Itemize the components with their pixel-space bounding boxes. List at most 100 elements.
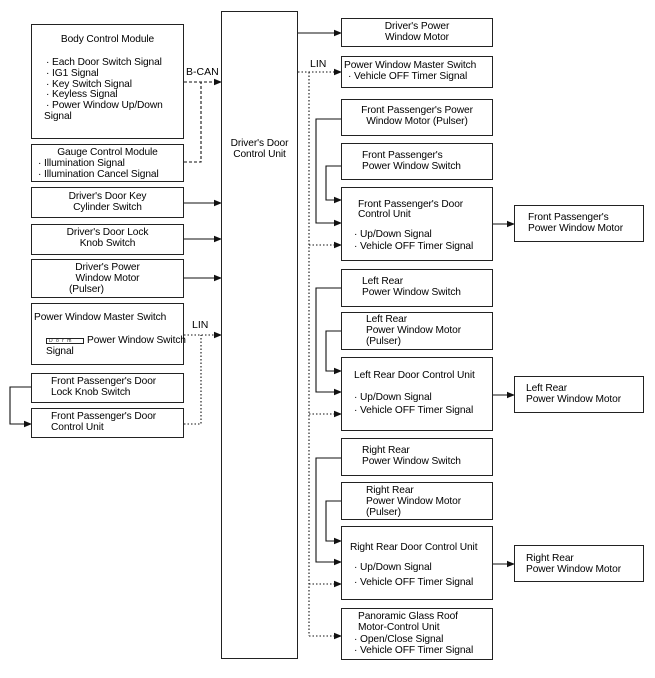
panoramic-glass-roof-motor-control-unit: Panoramic Glass Roof Motor-Control Unit …: [341, 608, 493, 660]
gauge-title: Gauge Control Module: [57, 147, 158, 158]
driver-power-window-motor: Driver's Power Window Motor: [341, 18, 493, 47]
front-passenger-door-lock-knob-switch: Front Passenger's Door Lock Knob Switch: [31, 373, 184, 403]
fp-pulser-line-2: Window Motor (Pulser): [366, 116, 468, 127]
drv-pulser-line-1: Driver's Power: [75, 262, 140, 273]
bcm-signal-1: · Each Door Switch Signal: [46, 57, 162, 68]
fp-pulser-to-dcu: [315, 118, 342, 227]
front-passenger-power-window-switch: Front Passenger's Power Window Switch: [341, 143, 493, 180]
lin-label-top: LIN: [310, 58, 327, 70]
bcm-signal-5-cont: Signal: [44, 111, 72, 122]
rr-dcu-signal-1: · Up/Down Signal: [354, 562, 432, 573]
rr-pulser-line-3: (Pulser): [366, 507, 401, 518]
lr-pulser-line-2: Power Window Motor: [366, 325, 462, 336]
lin-line-fp-dcu: [184, 335, 202, 425]
lr-pulser-line-3: (Pulser): [366, 336, 401, 347]
bcm-signal-3: · Key Switch Signal: [46, 79, 132, 90]
ddcu-line-2: Control Unit: [233, 149, 286, 160]
left-rear-power-window-motor: Left Rear Power Window Motor: [514, 376, 644, 413]
bcm-signal-5: · Power Window Up/Down: [46, 100, 163, 111]
lr-switch-to-dcu: [315, 287, 342, 396]
rr-switch-line-1: Right Rear: [362, 445, 410, 456]
right-rear-power-window-switch: Right Rear Power Window Switch: [341, 438, 493, 476]
lr-switch-line-2: Power Window Switch: [362, 287, 461, 298]
drv-pulser-line-3: (Pulser): [69, 284, 104, 295]
pw-master-right-line-1: Power Window Master Switch: [344, 60, 477, 71]
roof-signal-1: · Open/Close Signal: [354, 634, 444, 645]
lr-motor-line-1: Left Rear: [526, 383, 568, 394]
bcm-signal-2: · IG1 Signal: [46, 68, 99, 79]
drv-pulser-line-2: Window Motor: [75, 273, 140, 284]
rr-pulser-line-2: Power Window Motor: [366, 496, 462, 507]
drv-motor-line-2: Window Motor: [385, 32, 449, 43]
ddcu-line-1: Driver's Door: [230, 138, 289, 149]
fp-motor-line-1: Front Passenger's: [528, 212, 609, 223]
fp-lock-knob-loop: [9, 386, 32, 428]
bcan-label: B-CAN: [186, 66, 219, 78]
lock-knob-line-2: Knob Switch: [79, 238, 136, 249]
pw-master-left-line2: Signal: [46, 346, 74, 357]
pw-master-left-line1: Power Window Switch: [87, 335, 186, 346]
fp-dcu-signal-2: · Vehicle OFF Timer Signal: [354, 241, 474, 252]
rr-dcu-title: Right Rear Door Control Unit: [350, 542, 478, 553]
lr-pulser-to-dcu: [325, 330, 342, 375]
left-rear-door-control-unit: Left Rear Door Control Unit · Up/Down Si…: [341, 357, 493, 431]
front-passenger-power-window-motor-pulser: Front Passenger's Power Window Motor (Pu…: [341, 99, 493, 136]
lr-pulser-line-1: Left Rear: [366, 314, 408, 325]
gauge-control-module: Gauge Control Module · Illumination Sign…: [31, 144, 184, 182]
roof-line-2: Motor-Control Unit: [358, 622, 440, 633]
fp-dcu-signal-1: · Up/Down Signal: [354, 229, 432, 240]
front-passenger-door-control-unit: Front Passenger's Door Control Unit · Up…: [341, 187, 493, 261]
rr-pulser-to-dcu: [325, 500, 342, 545]
drivers-door-control-unit: Driver's Door Control Unit: [221, 11, 298, 659]
bcm-signal-4: · Keyless Signal: [46, 89, 118, 100]
rr-motor-line-2: Power Window Motor: [526, 564, 622, 575]
key-cyl-line-1: Driver's Door Key: [68, 191, 147, 202]
lock-knob-line-1: Driver's Door Lock: [66, 227, 149, 238]
front-passenger-power-window-motor: Front Passenger's Power Window Motor: [514, 205, 644, 242]
right-rear-door-control-unit: Right Rear Door Control Unit · Up/Down S…: [341, 526, 493, 600]
lr-switch-line-1: Left Rear: [362, 276, 404, 287]
fp-switch-line-1: Front Passenger's: [362, 150, 443, 161]
roof-line-1: Panoramic Glass Roof: [358, 611, 458, 622]
left-rear-power-window-motor-pulser: Left Rear Power Window Motor (Pulser): [341, 312, 493, 350]
driver-power-window-motor-pulser: Driver's Power Window Motor (Pulser): [31, 259, 184, 298]
fp-motor-line-2: Power Window Motor: [528, 223, 624, 234]
lr-dcu-signal-2: · Vehicle OFF Timer Signal: [354, 405, 474, 416]
fp-lock-line-2: Lock Knob Switch: [51, 387, 131, 398]
rr-switch-to-dcu: [315, 457, 342, 566]
fp-lock-line-1: Front Passenger's Door: [51, 376, 157, 387]
body-control-module: Body Control Module · Each Door Switch S…: [31, 24, 184, 139]
rr-switch-line-2: Power Window Switch: [362, 456, 461, 467]
left-rear-power-window-switch: Left Rear Power Window Switch: [341, 269, 493, 307]
power-window-master-switch-left: Power Window Master Switch D o r m Power…: [31, 303, 186, 365]
pw-master-left-title: Power Window Master Switch: [34, 312, 167, 323]
bcm-title: Body Control Module: [60, 34, 155, 45]
drv-motor-line-1: Driver's Power: [384, 21, 450, 32]
key-cyl-line-2: Cylinder Switch: [73, 202, 142, 213]
fp-dcu-line-2: Control Unit: [358, 209, 411, 220]
fp-pulser-line-1: Front Passenger's Power: [361, 105, 473, 116]
lin-label-left: LIN: [192, 319, 209, 331]
fp-dcu-left-line-1: Front Passenger's Door: [51, 411, 157, 422]
gauge-signal-2: · Illumination Cancel Signal: [38, 169, 159, 180]
fp-switch-to-dcu: [325, 165, 342, 204]
roof-signal-2: · Vehicle OFF Timer Signal: [354, 645, 474, 656]
lr-dcu-title: Left Rear Door Control Unit: [354, 370, 475, 381]
front-passenger-door-control-unit-left: Front Passenger's Door Control Unit: [31, 408, 184, 438]
rr-dcu-signal-2: · Vehicle OFF Timer Signal: [354, 577, 474, 588]
driver-door-lock-knob-switch: Driver's Door Lock Knob Switch: [31, 224, 184, 255]
lr-dcu-signal-1: · Up/Down Signal: [354, 392, 432, 403]
power-window-switch-icon: D o r m: [46, 338, 84, 344]
gauge-signal-1: · Illumination Signal: [38, 158, 125, 169]
driver-door-key-cylinder-switch: Driver's Door Key Cylinder Switch: [31, 187, 184, 218]
right-rear-power-window-motor-pulser: Right Rear Power Window Motor (Pulser): [341, 482, 493, 520]
right-rear-power-window-motor: Right Rear Power Window Motor: [514, 545, 644, 582]
fp-dcu-left-line-2: Control Unit: [51, 422, 104, 433]
pw-master-right-line-2: · Vehicle OFF Timer Signal: [348, 71, 468, 82]
rr-pulser-line-1: Right Rear: [366, 485, 414, 496]
rr-motor-line-1: Right Rear: [526, 553, 574, 564]
fp-dcu-line-1: Front Passenger's Door: [358, 199, 464, 210]
lr-motor-line-2: Power Window Motor: [526, 394, 622, 405]
fp-switch-line-2: Power Window Switch: [362, 161, 461, 172]
